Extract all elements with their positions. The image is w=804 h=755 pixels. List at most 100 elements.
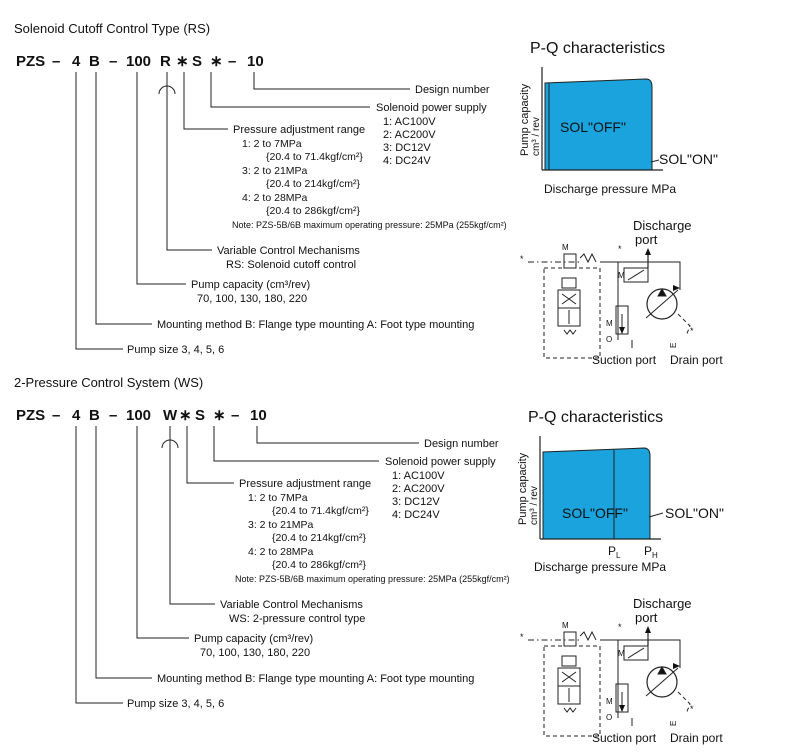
size-label: Pump size 3, 4, 5, 6: [127, 698, 224, 710]
model-code-part: ∗: [179, 407, 192, 424]
pressure-option-kgf: {20.4 to 214kgf/cm²}: [272, 532, 366, 544]
model-code-part: ∗: [176, 53, 189, 70]
circuit-compensator: [623, 645, 649, 661]
model-code-part: 4: [72, 53, 81, 70]
pq-xlabel: Discharge pressure MPa: [534, 560, 666, 574]
pressure-option: 1: 2 to 7MPa: [242, 138, 302, 150]
pq-xlabel: Discharge pressure MPa: [544, 182, 676, 196]
circuit-discharge-port: port: [635, 232, 658, 247]
pq-sol-off: SOL"OFF": [560, 119, 626, 135]
pressure-option: 3: 2 to 21MPa: [242, 165, 308, 177]
solenoid-option: 4: DC24V: [392, 509, 440, 521]
circuit-m: M: [618, 649, 625, 658]
line-hop: [158, 85, 176, 95]
solenoid-label: Solenoid power supply: [376, 102, 487, 114]
circuit-solenoid-box: [557, 307, 581, 327]
model-code-part: 100: [126, 407, 151, 424]
circuit-solenoid-coil: [561, 277, 577, 289]
solenoid-label: Solenoid power supply: [385, 456, 496, 468]
pq-ph-sub: H: [652, 551, 658, 560]
model-code-part: –: [52, 407, 60, 424]
circuit-discharge-label: Discharge: [633, 218, 692, 233]
leader-size: [75, 72, 123, 350]
circuit-solenoid-box: [557, 685, 581, 705]
pq-sol-on-pointer: [650, 159, 660, 163]
leader-size: [75, 426, 123, 704]
circuit-m: M: [606, 697, 613, 706]
circuit-pump-variable: [645, 289, 679, 319]
pressure-option-kgf: {20.4 to 71.4kgf/cm²}: [272, 505, 369, 517]
pressure-option: 3: 2 to 21MPa: [248, 519, 314, 531]
circuit-star: *: [618, 244, 622, 254]
solenoid-option: 1: AC100V: [383, 116, 436, 128]
solenoid-option: 4: DC24V: [383, 155, 431, 167]
design-number-label: Design number: [415, 84, 490, 96]
leader-variable: [166, 72, 212, 251]
capacity-value: 70, 100, 130, 180, 220: [197, 293, 307, 305]
circuit-pump-variable-arrow: [673, 285, 680, 291]
pressure-option-kgf: {20.4 to 71.4kgf/cm²}: [266, 151, 363, 163]
pq-sol-on-pointer: [648, 512, 664, 518]
model-code-part: 100: [126, 53, 151, 70]
circuit-o: O: [606, 335, 612, 344]
pressure-option-kgf: {20.4 to 214kgf/cm²}: [266, 178, 360, 190]
leader-pressure: [186, 426, 234, 484]
pq-ph-label: P: [644, 544, 652, 558]
model-code-part: S: [195, 407, 205, 424]
capacity-label: Pump capacity (cm³/rev): [191, 279, 310, 291]
pressure-note: Note: PZS-5B/6B maximum operating pressu…: [232, 220, 507, 230]
circuit-pump-triangle: [657, 665, 667, 675]
circuit-e: E: [669, 343, 678, 348]
model-code-part: PZS: [16, 407, 45, 424]
pressure-option: 1: 2 to 7MPa: [248, 492, 308, 504]
leader-solenoid: [213, 426, 379, 462]
pq-ylabel: Pump capacity: [519, 83, 531, 156]
model-code-part: ∗: [210, 53, 223, 70]
pq-area: [542, 447, 651, 540]
circuit-compensator-arrow: [627, 269, 645, 281]
circuit-m: M: [618, 271, 625, 280]
pq-sol-off: SOL"OFF": [562, 505, 628, 521]
solenoid-option: 3: DC12V: [392, 496, 440, 508]
circuit-star: *: [690, 704, 694, 714]
pressure-label: Pressure adjustment range: [239, 478, 371, 490]
circuit-solenoid-coil: [561, 655, 577, 667]
size-label: Pump size 3, 4, 5, 6: [127, 344, 224, 356]
variable-label: Variable Control Mechanisms: [217, 245, 360, 257]
circuit-star: *: [690, 326, 694, 336]
circuit-drain-line: [677, 691, 691, 715]
mounting-label: Mounting method B: Flange type mounting …: [157, 319, 474, 331]
circuit-compensator-arrow: [627, 647, 645, 659]
model-code-part: S: [192, 53, 202, 70]
model-code-part: –: [228, 53, 236, 70]
variable-value: RS: Solenoid cutoff control: [226, 259, 356, 271]
leader-capacity: [136, 72, 186, 285]
model-code-part: 4: [72, 407, 81, 424]
circuit-pump-variable-arrow: [673, 663, 680, 669]
circuit-pilot-relief: [563, 253, 577, 269]
circuit-suction-label: Suction port: [592, 353, 657, 367]
circuit-m: M: [562, 243, 569, 252]
circuit-spring: [563, 329, 577, 335]
circuit-piston-arrow: [619, 327, 625, 334]
pq-ylabel-unit: cm³ / rev: [529, 486, 540, 525]
model-code-part: R: [160, 53, 171, 70]
model-code-part: 10: [250, 407, 267, 424]
pq-pl-sub: L: [616, 551, 621, 560]
pq-area: [544, 78, 653, 171]
circuit-m: M: [562, 621, 569, 630]
circuit-discharge-arrow: [645, 248, 651, 255]
model-code-part: ∗: [213, 407, 226, 424]
circuit-solenoid-valve-enclosure: [543, 267, 601, 359]
circuit-star: *: [520, 254, 524, 264]
pressure-option-kgf: {20.4 to 286kgf/cm²}: [266, 205, 360, 217]
circuit-spring: [563, 707, 577, 713]
pq-ylabel-unit: cm³ / rev: [531, 117, 542, 156]
leader-capacity: [136, 426, 189, 639]
circuit-drain-line: [677, 313, 691, 337]
variable-label: Variable Control Mechanisms: [220, 599, 363, 611]
